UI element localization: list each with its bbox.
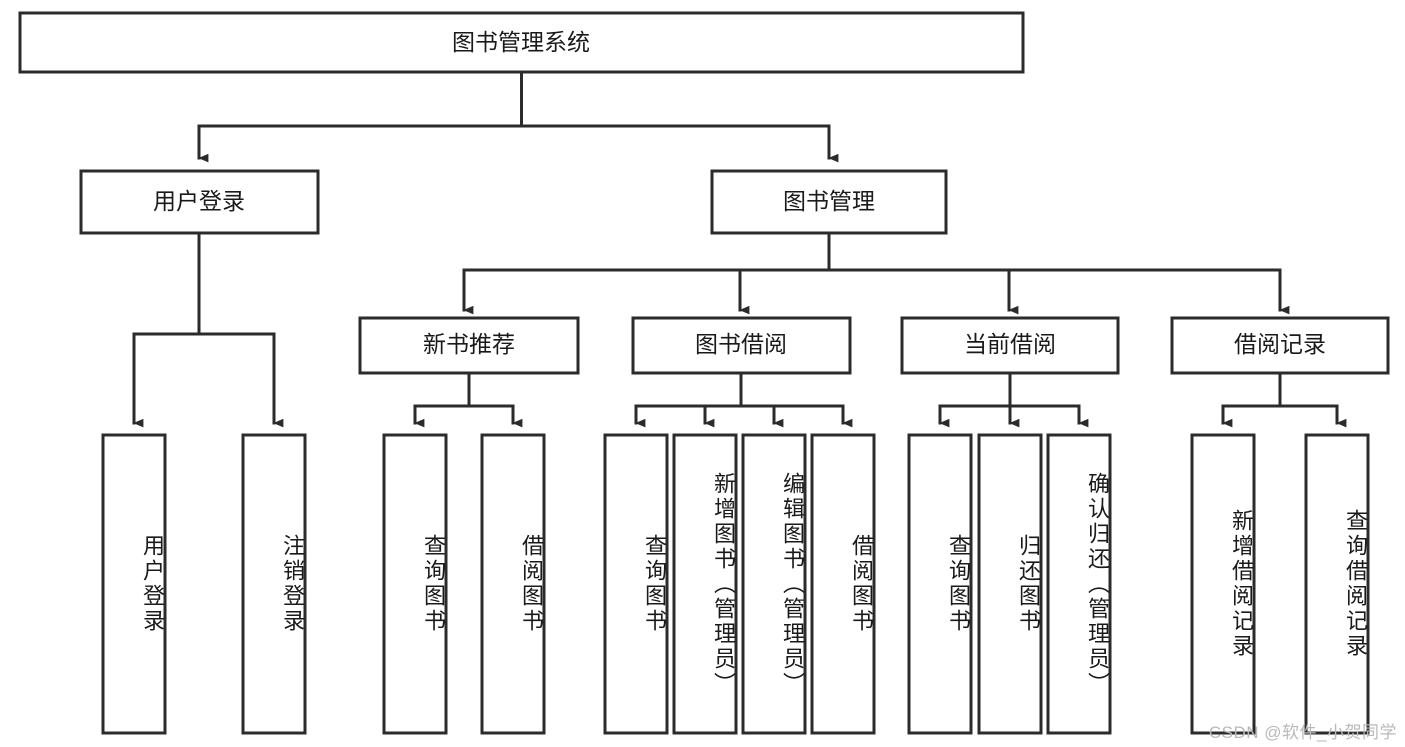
node-box-leaf-bb-add-book[interactable] [672, 433, 738, 735]
node-box-new-book-rec[interactable] [358, 316, 580, 375]
node-box-leaf-bb-borrow-book[interactable] [810, 433, 876, 735]
node-label-borrow-record: 借阅记录 [1234, 331, 1326, 357]
node-box-leaf-br-query-record[interactable] [1304, 433, 1370, 735]
node-box-root[interactable] [18, 11, 1025, 74]
node-box-user-login[interactable] [79, 169, 320, 235]
node-box-leaf-bb-edit-book[interactable] [741, 433, 807, 735]
node-label-root: 图书管理系统 [452, 29, 590, 55]
node-box-leaf-cb-query-book[interactable] [907, 433, 973, 735]
node-box-leaf-user-login[interactable] [101, 433, 167, 735]
node-box-leaf-cb-return-book[interactable] [977, 433, 1043, 735]
watermark-credit: CSDN @软件_小贺同学 [1208, 723, 1397, 742]
connector-group [132, 70, 1347, 428]
node-box-leaf-bb-query-book[interactable] [603, 433, 669, 735]
node-box-leaf-logout[interactable] [241, 433, 307, 735]
node-label-new-book-rec: 新书推荐 [423, 331, 515, 357]
node-box-book-borrow[interactable] [631, 316, 852, 375]
node-box-book-manage[interactable] [710, 169, 948, 235]
node-box-leaf-nbr-query-book[interactable] [382, 433, 448, 735]
node-box-leaf-br-add-record[interactable] [1190, 433, 1256, 735]
node-label-book-manage: 图书管理 [783, 188, 875, 214]
node-label-user-login: 用户登录 [153, 188, 245, 214]
node-box-leaf-nbr-borrow-book[interactable] [480, 433, 546, 735]
node-box-borrow-record[interactable] [1170, 316, 1390, 375]
node-label-current-borrow: 当前借阅 [964, 331, 1056, 357]
node-box-current-borrow[interactable] [900, 316, 1120, 375]
node-label-book-borrow: 图书借阅 [695, 331, 787, 357]
node-box-leaf-cb-confirm-return[interactable] [1046, 433, 1112, 735]
